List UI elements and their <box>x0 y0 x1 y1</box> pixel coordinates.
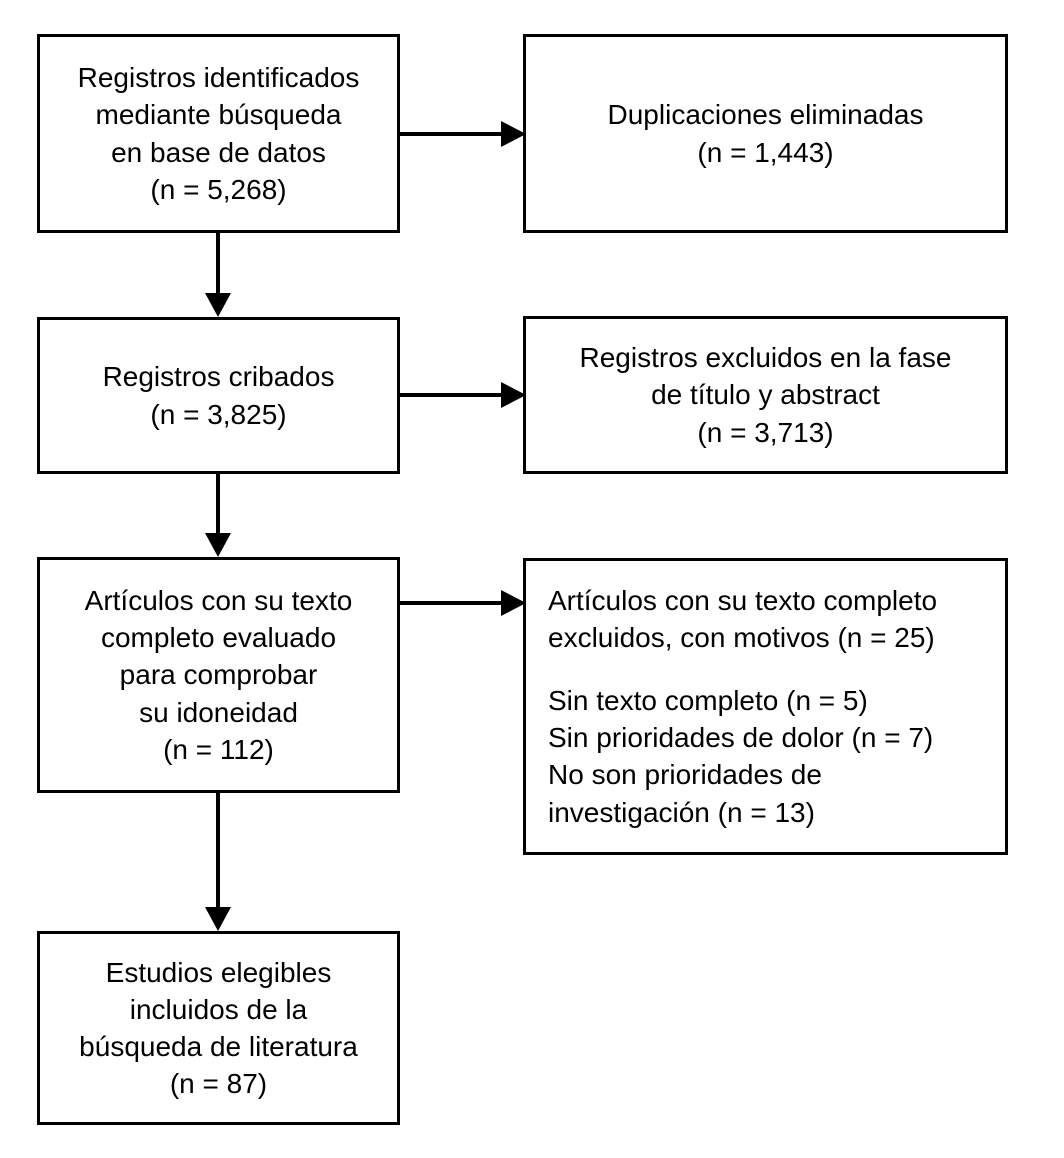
node-identificacion-line-3: en base de datos <box>111 136 326 168</box>
node-elegibilidad: Artículos con su texto completo evaluado… <box>37 557 400 793</box>
node-elegibilidad-count: (n = 112) <box>163 733 274 765</box>
node-excluidos-titulo-abstract: Registros excluidos en la fase de título… <box>523 316 1008 474</box>
node-incluidos: Estudios elegibles incluidos de la búsqu… <box>37 931 400 1125</box>
arrow-identificacion-to-cribado <box>203 233 233 318</box>
node-duplicados-count: (n = 1,443) <box>697 136 834 168</box>
node-elegibilidad-line-2: completo evaluado <box>100 622 337 654</box>
node-excluidos-titulo-abstract-count: (n = 3,713) <box>697 416 834 448</box>
node-elegibilidad-line-4: su idoneidad <box>139 696 298 728</box>
node-identificacion-line-1: Registros identificados <box>77 62 360 94</box>
node-excluidos-texto-completo-line-1: Artículos con su texto completo <box>548 585 938 617</box>
node-elegibilidad-line-3: para comprobar <box>119 659 318 691</box>
node-cribado: Registros cribados (n = 3,825) <box>37 317 400 474</box>
arrow-cribado-to-excluidos-titulo-abstract <box>400 380 528 410</box>
node-excluidos-texto-completo-reason-3b: investigación (n = 13) <box>548 796 815 828</box>
node-excluidos-texto-completo-reason-3a: No son prioridades de <box>548 759 822 791</box>
node-excluidos-texto-completo-line-2: excluidos, con motivos (n = 25) <box>548 622 935 654</box>
node-identificacion-count: (n = 5,268) <box>150 173 287 205</box>
node-excluidos-texto-completo-reason-1: Sin texto completo (n = 5) <box>548 684 868 716</box>
node-cribado-count: (n = 3,825) <box>150 398 287 430</box>
arrow-cribado-to-elegibilidad <box>203 473 233 558</box>
arrow-elegibilidad-to-incluidos <box>203 793 233 932</box>
node-incluidos-line-3: búsqueda de literatura <box>79 1031 358 1062</box>
arrow-elegibilidad-to-excluidos-texto-completo <box>400 588 528 618</box>
node-elegibilidad-line-1: Artículos con su texto <box>84 584 353 616</box>
node-excluidos-titulo-abstract-line-2: de título y abstract <box>651 379 880 411</box>
node-duplicados: Duplicaciones eliminadas (n = 1,443) <box>523 34 1008 233</box>
arrow-identificacion-to-duplicados <box>400 119 528 149</box>
node-incluidos-count: (n = 87) <box>169 1068 268 1100</box>
node-incluidos-line-1: Estudios elegibles <box>105 956 332 988</box>
node-identificacion-line-2: mediante búsqueda <box>95 99 342 131</box>
node-duplicados-line-1: Duplicaciones eliminadas <box>607 99 924 131</box>
node-identificacion: Registros identificados mediante búsqued… <box>37 34 400 233</box>
node-excluidos-texto-completo-reason-2: Sin prioridades de dolor (n = 7) <box>548 722 934 754</box>
node-excluidos-titulo-abstract-line-1: Registros excluidos en la fase <box>579 342 952 374</box>
node-excluidos-texto-completo: Artículos con su texto completo excluido… <box>523 558 1008 855</box>
node-incluidos-line-2: incluidos de la <box>129 993 308 1025</box>
node-cribado-line-1: Registros cribados <box>102 361 335 393</box>
